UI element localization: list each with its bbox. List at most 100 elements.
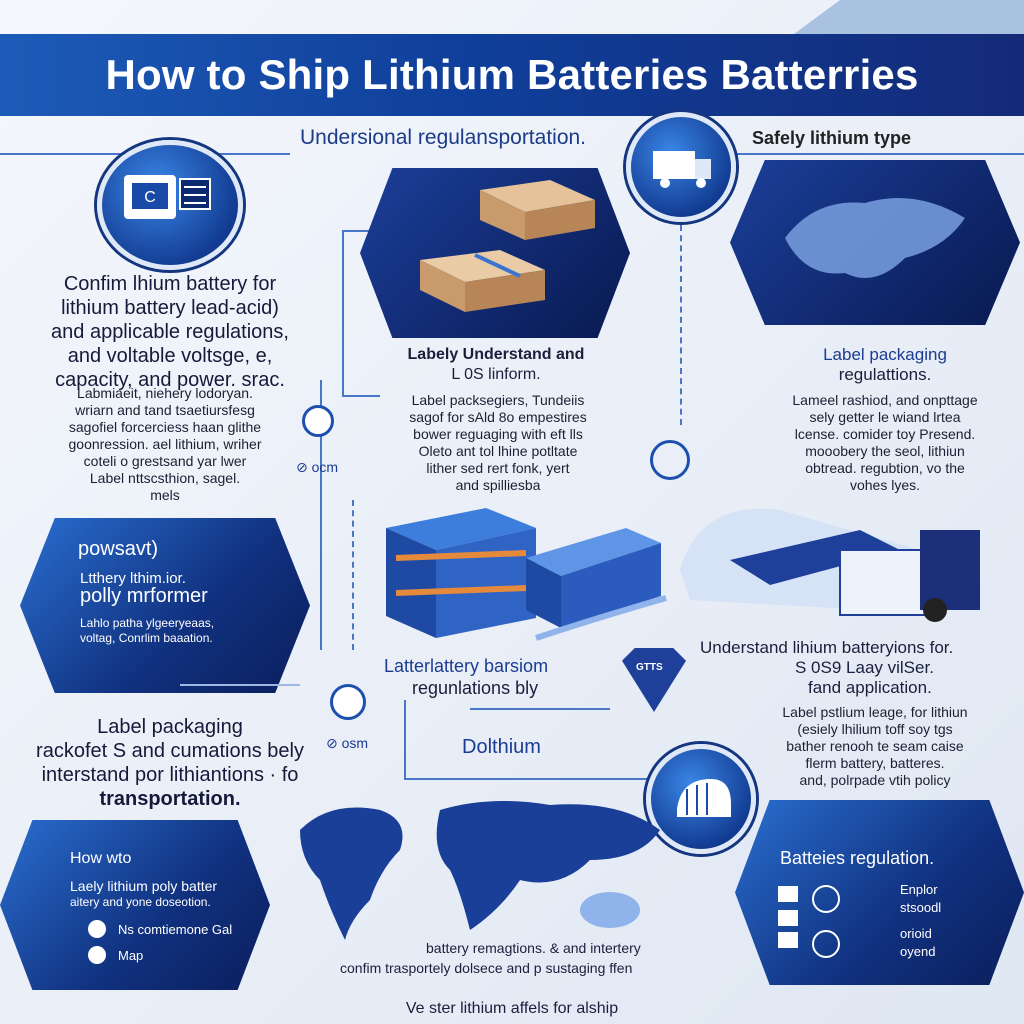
left-lower-line: interstand por lithiantions · fo (41, 764, 299, 786)
left-lower-line: transportation. (99, 788, 241, 810)
right-heading: Label packaging (823, 345, 947, 364)
connector-line (404, 778, 654, 780)
connector-line (342, 230, 382, 232)
computer-icon: C (97, 140, 243, 270)
truck-illustration (680, 508, 980, 622)
bottom-left-hex-panel (0, 820, 270, 990)
left-heading-line: capacity, and power. srac. (55, 369, 285, 391)
right-mid-heading: fand application. (808, 678, 932, 697)
connector-line (342, 230, 344, 396)
battery-icon (330, 684, 366, 720)
bottom-left-line: aitery and yone doseotion. (70, 895, 211, 909)
bottom-center-line: confim trasportely dolsece and p sustagi… (340, 960, 633, 976)
connector-line (320, 380, 322, 650)
center-heading: Labely Understand and (407, 346, 585, 363)
bottom-right-item: stsoodl (900, 900, 942, 915)
map-pin-icon (88, 946, 106, 964)
left-hex-line: voltag, Conrlim baaation. (80, 631, 213, 645)
center-heading: L 0S linform. (451, 366, 541, 383)
globe-icon (88, 920, 106, 938)
left-hex-line: Ltthery lthim.ior. (80, 570, 186, 587)
left-lower-line: Label packaging (97, 716, 243, 738)
connector-line (470, 708, 610, 710)
recycle-icon (812, 930, 840, 958)
right-body-line: vohes lyes. (849, 477, 921, 493)
document-icon (778, 886, 798, 902)
svg-text:C: C (144, 189, 156, 206)
left-body-line: Labmiaeit, niehery lodoryan. (77, 385, 253, 401)
check-icon (812, 885, 840, 913)
boxes-illustration (420, 180, 595, 312)
left-heading-line: and applicable regulations, (51, 321, 289, 343)
truck-icon (626, 112, 736, 222)
center-caption: Dolthium (462, 736, 541, 758)
right-mid-body-line: (esiely lhilium toff soy tgs (797, 721, 953, 737)
center-body-line: Oleto ant tol lhine potltate (418, 443, 578, 459)
subtitle-right: Safely lithium type (752, 128, 912, 148)
bottom-center-line: battery remagtions. & and intertery (426, 940, 641, 956)
title-band (0, 34, 1024, 116)
right-body-line: mooobery the seol, lithiun (805, 443, 965, 459)
divider-line (180, 684, 300, 686)
right-mid-body-line: bather renooh te seam caise (786, 738, 964, 754)
left-body-line: wriarn and tand tsaetiursfesg (75, 402, 255, 418)
center-body-line: and spilliesba (455, 477, 541, 493)
center-caption: regunlations bly (412, 678, 539, 698)
footer-text: Ve ster lithium affels for alship (405, 1000, 619, 1017)
left-body: Labmiaeit, niehery lodoryan. wriarn and … (30, 385, 300, 504)
left-hex-panel (20, 518, 310, 693)
battery-pack-illustration (386, 508, 667, 641)
bottom-right-title: Batteies regulation. (780, 848, 935, 868)
right-mid-body: Label pstlium leage, for lithiun (esiely… (760, 704, 990, 789)
right-mid-body-line: and, polrpade vtih policy (799, 772, 951, 788)
subtitle-center: Undersional regulansportation. (300, 126, 587, 149)
right-body-line: obtread. regubtion, vo the (805, 460, 965, 476)
center-caption: Latterlattery barsiom (384, 656, 549, 676)
left-lower-tag-text: osm (341, 735, 369, 751)
bottom-left-line: Laely lithium poly batter (70, 878, 218, 894)
left-heading-line: and voltable voltsge, e, (67, 345, 273, 367)
right-mid-heading: Understand lihium batteryions for. (700, 638, 954, 657)
world-map-illustration (300, 801, 660, 940)
bottom-left-item: Map (118, 948, 144, 963)
right-mid-heading: S 0S9 Laay vilSer. (795, 658, 934, 677)
package-scale-icon (646, 744, 756, 854)
shield-icon (622, 648, 686, 712)
right-body-line: sely getter le wiand lrtea (809, 409, 961, 425)
left-lower-text: Label packaging rackofet S and cumations… (20, 715, 320, 811)
left-hex-line: polly mrformer (80, 585, 208, 607)
document-icon (778, 910, 798, 926)
left-heading: Confim lhium battery for lithium battery… (20, 272, 320, 392)
left-body-line: Label nttscsthion, sagel. (89, 470, 241, 486)
left-body-line: mels (150, 487, 180, 503)
right-mid-body-line: Label pstlium leage, for lithiun (782, 704, 968, 720)
shield-badge-text: GTTS (636, 662, 663, 673)
right-mid-body-line: flerm battery, batteres. (805, 755, 945, 771)
asia-map-illustration (785, 198, 965, 278)
left-heading-line: Confim lhium battery for (63, 273, 277, 295)
right-body: Lameel rashiod, and onpttage sely getter… (760, 392, 1010, 494)
right-heading: regulattions. (838, 365, 932, 384)
document-icon (778, 932, 798, 948)
bottom-right-item: orioid (900, 926, 932, 941)
corner-decoration (794, 0, 1024, 34)
page-title: How to Ship Lithium Batteries Batterries (105, 51, 919, 98)
left-side-tag: ⊘ ocm (296, 459, 339, 475)
connector-line (404, 700, 406, 780)
right-body-line: lcense. comider toy Presend. (794, 426, 976, 442)
left-body-line: coteli o grestsand yar lwer (83, 453, 247, 469)
left-lower-tag: ⊘ osm (326, 735, 369, 751)
connector-dashed (680, 225, 682, 425)
center-body-line: bower reguaging with eft lls (413, 426, 583, 442)
bottom-right-item: oyend (900, 944, 936, 959)
compass-icon (650, 440, 690, 480)
left-lower-line: rackofet S and cumations bely (36, 740, 304, 762)
bottom-left-title: How wto (70, 850, 132, 867)
left-heading-line: lithium battery lead-acid) (61, 297, 279, 319)
left-side-tag-text: ocm (311, 459, 339, 475)
divider-line (720, 153, 1024, 155)
left-body-line: sagofiel forcerciess haan glithe (68, 419, 262, 435)
lock-icon (302, 405, 334, 437)
center-body-line: lither sed rert fonk, yert (426, 460, 570, 476)
center-body: Label packsegiers, Tundeiis sagof for sA… (380, 392, 616, 494)
